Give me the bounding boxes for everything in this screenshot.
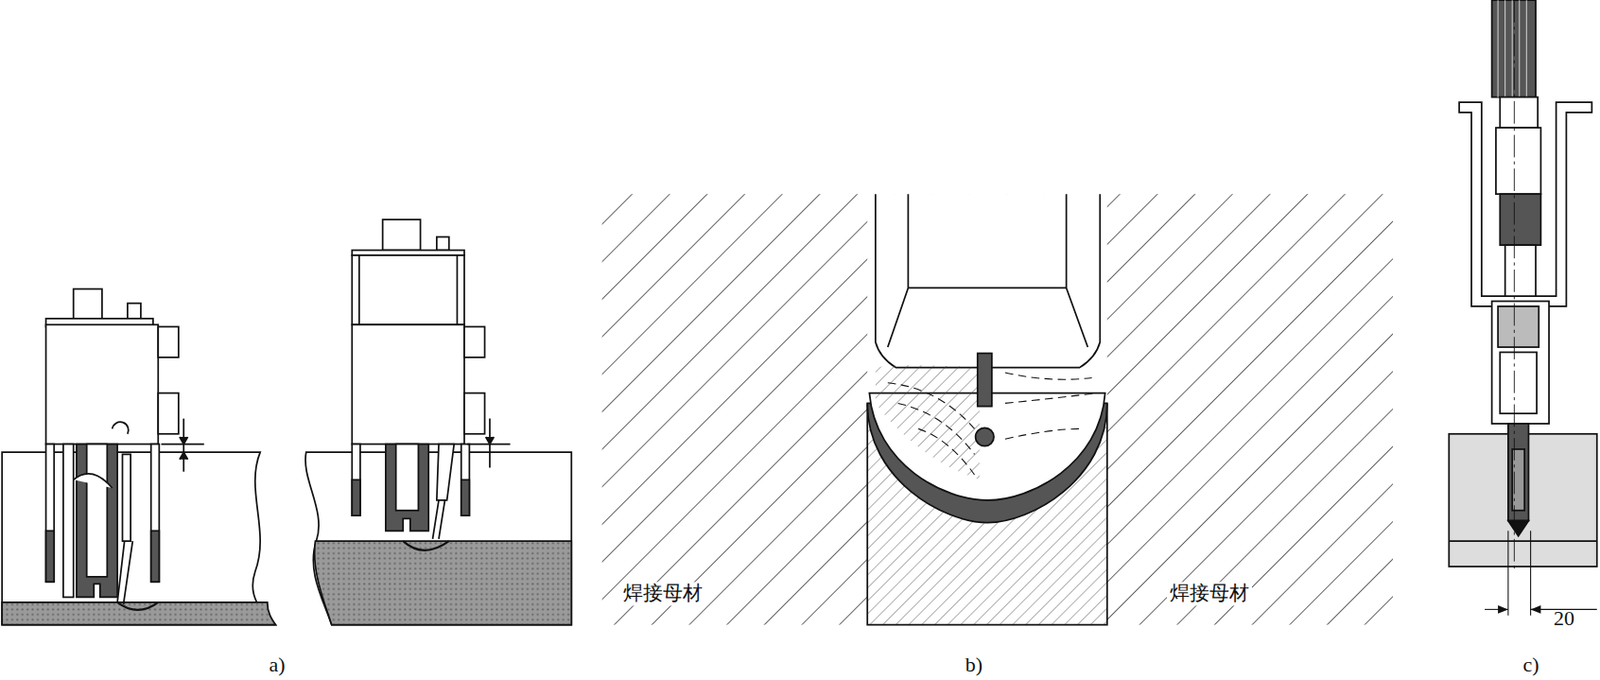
panel-a-part [461,479,470,516]
panel-a-part [117,540,133,605]
panel-caption: b) [962,652,986,678]
panel-a-part [486,436,495,445]
panel-b-part [875,365,980,480]
panel-a-part [402,540,450,551]
panel-a-part [86,444,108,577]
panel-c-part [1513,0,1515,572]
panel-a-part [76,444,118,598]
panel-c-part [1492,0,1536,98]
panel-a-part [157,326,179,357]
panel-c-part [1495,127,1541,194]
panel-a-part [73,289,103,323]
panel-a-part [382,219,421,250]
panel-a-part [456,255,459,325]
panel-a-part [314,540,573,625]
panel-a-part [436,237,450,251]
panel-a-part [151,444,160,583]
panel-c-part [1499,351,1537,414]
panel-a-part [1,452,276,625]
panel-b-part [875,193,1100,367]
panel-a-part [157,393,179,435]
panel-b-part [975,427,994,446]
panel-a-part [461,444,470,517]
panel-c-part [1459,102,1592,307]
panel-c-part [1497,0,1527,98]
panel-a-part [464,326,486,357]
panel-a-part [179,436,189,460]
panel-a-part [127,303,141,319]
panel-a [1,219,572,625]
panel-b-part [887,193,1089,348]
panel-c-part [1448,539,1597,542]
panel-a-part [46,444,55,583]
panel-a-part [73,473,113,488]
panel-a-part [396,444,419,511]
material-label: 焊接母材 [620,581,706,606]
panel-caption: a) [265,652,288,678]
panel-b [602,193,1393,625]
panel-a-part [121,453,131,541]
panel-c [1448,0,1597,616]
panel-c-part [1508,520,1530,536]
panel-b-part [602,193,1393,625]
panel-c-part [1507,530,1509,616]
panel-b-part [867,193,1108,625]
panel-a-part [433,500,446,540]
panel-a-part [351,479,361,516]
panel-a-part [358,255,361,325]
panel-c-part [1497,306,1539,348]
panel-c-part [1448,434,1597,567]
panel-a-part [63,444,74,598]
panel-c-part [1497,605,1541,614]
panel-c-part [1508,423,1530,522]
panel-a-part [46,530,55,582]
material-label: 焊接母材 [1166,581,1253,606]
panel-caption: c) [1519,652,1542,678]
panel-c-part [1492,300,1549,423]
panel-c-part [1499,97,1538,128]
panel-a-part [46,324,159,444]
panel-c-part [1499,193,1541,245]
panel-a-part [351,444,361,517]
panel-a-part [151,530,160,582]
panel-c-part [1505,244,1536,296]
panel-a-part [464,393,486,435]
panel-a-part [1,602,276,626]
panel-b-part [977,353,992,407]
panel-c-part [1530,530,1531,616]
panel-a-part [351,255,465,325]
panel-a-part [385,444,429,532]
panel-a-part [351,324,465,444]
panel-a-part [112,421,129,435]
panel-a-part [436,444,454,501]
dimension-value: 20 [1550,606,1578,631]
